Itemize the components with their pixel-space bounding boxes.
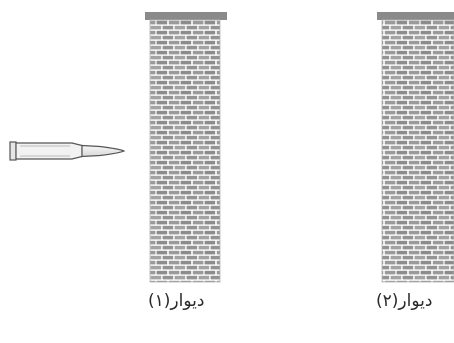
wall-1-cap: [145, 12, 227, 20]
wall-1-bricks: [150, 20, 220, 282]
wall-2-label: دیوار(۲): [376, 291, 433, 311]
wall-2: [377, 12, 454, 283]
wall-1-label: دیوار(۱): [148, 291, 205, 311]
wall-1: [145, 12, 227, 283]
wall-2-cap: [377, 12, 454, 20]
wall-2-bricks: [382, 20, 454, 282]
bullet-icon: [9, 141, 126, 161]
